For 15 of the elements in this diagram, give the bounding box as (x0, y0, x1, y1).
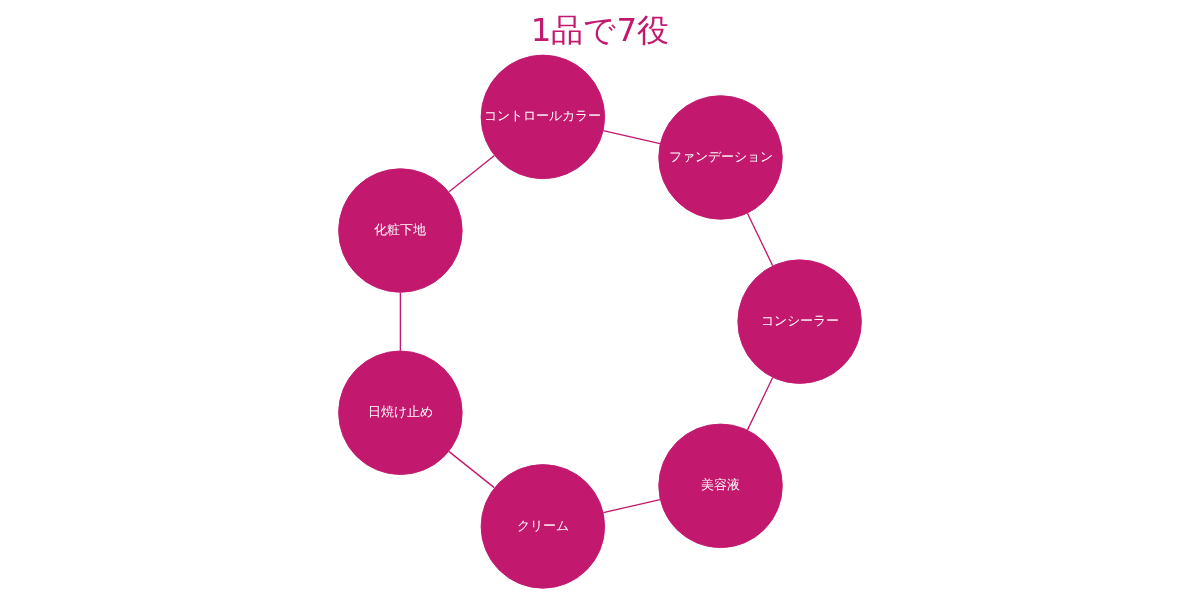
connector (448, 154, 496, 193)
node-circle: ファンデーション (658, 95, 783, 220)
node-circle: クリーム (480, 464, 606, 589)
node-circle: コントロールカラー (480, 54, 606, 180)
node-circle: 化粧下地 (338, 168, 463, 293)
diagram-title: 1品で7役 (530, 11, 670, 50)
connector (746, 376, 774, 431)
connector (602, 130, 661, 145)
node-circle: 日焼け止め (338, 350, 463, 475)
node-circle: 美容液 (658, 423, 783, 549)
connector (602, 498, 661, 514)
connector (399, 291, 402, 352)
connector (746, 212, 774, 267)
node-circle: コンシーラー (737, 259, 862, 384)
connector (448, 450, 495, 489)
